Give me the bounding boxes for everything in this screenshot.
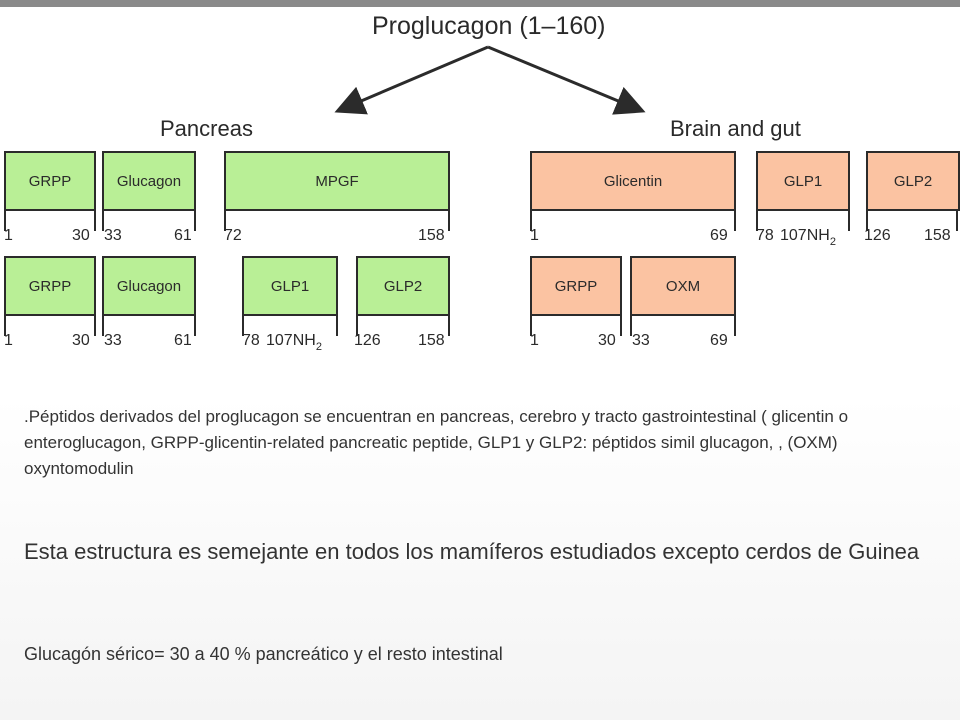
- residue-label: 30: [72, 227, 90, 244]
- residue-label: 69: [710, 227, 728, 244]
- residue-label: 33: [632, 332, 650, 349]
- residue-label: 33: [104, 227, 122, 244]
- residue-label: 107NH2: [266, 332, 322, 353]
- diagram-title: Proglucagon (1–160): [372, 12, 606, 40]
- tick: [620, 314, 622, 336]
- tick: [866, 209, 868, 231]
- tick: [530, 209, 532, 231]
- serum-glucagon-note: Glucagón sérico= 30 a 40 % pancreático y…: [24, 644, 503, 664]
- tick: [94, 209, 96, 231]
- residue-label: 30: [598, 332, 616, 349]
- tick: [224, 209, 226, 231]
- tick: [194, 314, 196, 336]
- pancreas-row2-grpp-box: GRPP: [4, 256, 96, 316]
- brain-gut-row1-glicentin-box: Glicentin: [530, 151, 736, 211]
- structure-note: Esta estructura es semejante en todos lo…: [24, 539, 920, 564]
- residue-label: 72: [224, 227, 242, 244]
- pancreas-row2-glp2-box: GLP2: [356, 256, 450, 316]
- brain-gut-row2-grpp-box: GRPP: [530, 256, 622, 316]
- pancreas-row2-glp1-box: GLP1: [242, 256, 338, 316]
- tick: [630, 314, 632, 336]
- residue-label: 107NH2: [780, 227, 836, 248]
- tick: [448, 314, 450, 336]
- tick: [94, 314, 96, 336]
- tick: [356, 314, 358, 336]
- residue-label: 78: [756, 227, 774, 244]
- residue-label: 158: [418, 227, 445, 244]
- tick: [734, 209, 736, 231]
- tick: [530, 314, 532, 336]
- residue-label: 126: [864, 227, 891, 244]
- tick: [194, 209, 196, 231]
- residue-label: 30: [72, 332, 90, 349]
- residue-label: 126: [354, 332, 381, 349]
- description-paragraph: .Péptidos derivados del proglucagon se e…: [24, 407, 849, 478]
- residue-label: 158: [418, 332, 445, 349]
- residue-label: 61: [174, 332, 192, 349]
- residue-label: 69: [710, 332, 728, 349]
- tick: [242, 314, 244, 336]
- residue-label: 61: [174, 227, 192, 244]
- residue-label: 1: [530, 332, 539, 349]
- brain-gut-row1-glp1-box: GLP1: [756, 151, 850, 211]
- arrow-to-brain-gut: [487, 45, 646, 115]
- tick: [336, 314, 338, 336]
- tick: [756, 209, 758, 231]
- arrow-to-pancreas: [334, 45, 489, 115]
- pancreas-row2-glucagon-box: Glucagon: [102, 256, 196, 316]
- tick: [956, 209, 958, 231]
- brain-gut-heading: Brain and gut: [670, 116, 801, 141]
- residue-label: 78: [242, 332, 260, 349]
- tick: [4, 314, 6, 336]
- pancreas-row1-glucagon-box: Glucagon: [102, 151, 196, 211]
- tick: [848, 209, 850, 231]
- tick: [448, 209, 450, 231]
- pancreas-row1-mpgf-box: MPGF: [224, 151, 450, 211]
- branch-arrows: [334, 45, 646, 115]
- tick: [102, 209, 104, 231]
- pancreas-heading: Pancreas: [160, 116, 253, 141]
- tick: [102, 314, 104, 336]
- tick: [4, 209, 6, 231]
- tick: [734, 314, 736, 336]
- top-bar: [0, 0, 960, 7]
- residue-label: 1: [530, 227, 539, 244]
- residue-label: 158: [924, 227, 951, 244]
- brain-gut-row1-glp2-box: GLP2: [866, 151, 960, 211]
- brain-gut-row2-oxm-box: OXM: [630, 256, 736, 316]
- residue-label: 1: [4, 332, 13, 349]
- residue-label: 1: [4, 227, 13, 244]
- pancreas-row1-grpp-box: GRPP: [4, 151, 96, 211]
- residue-label: 33: [104, 332, 122, 349]
